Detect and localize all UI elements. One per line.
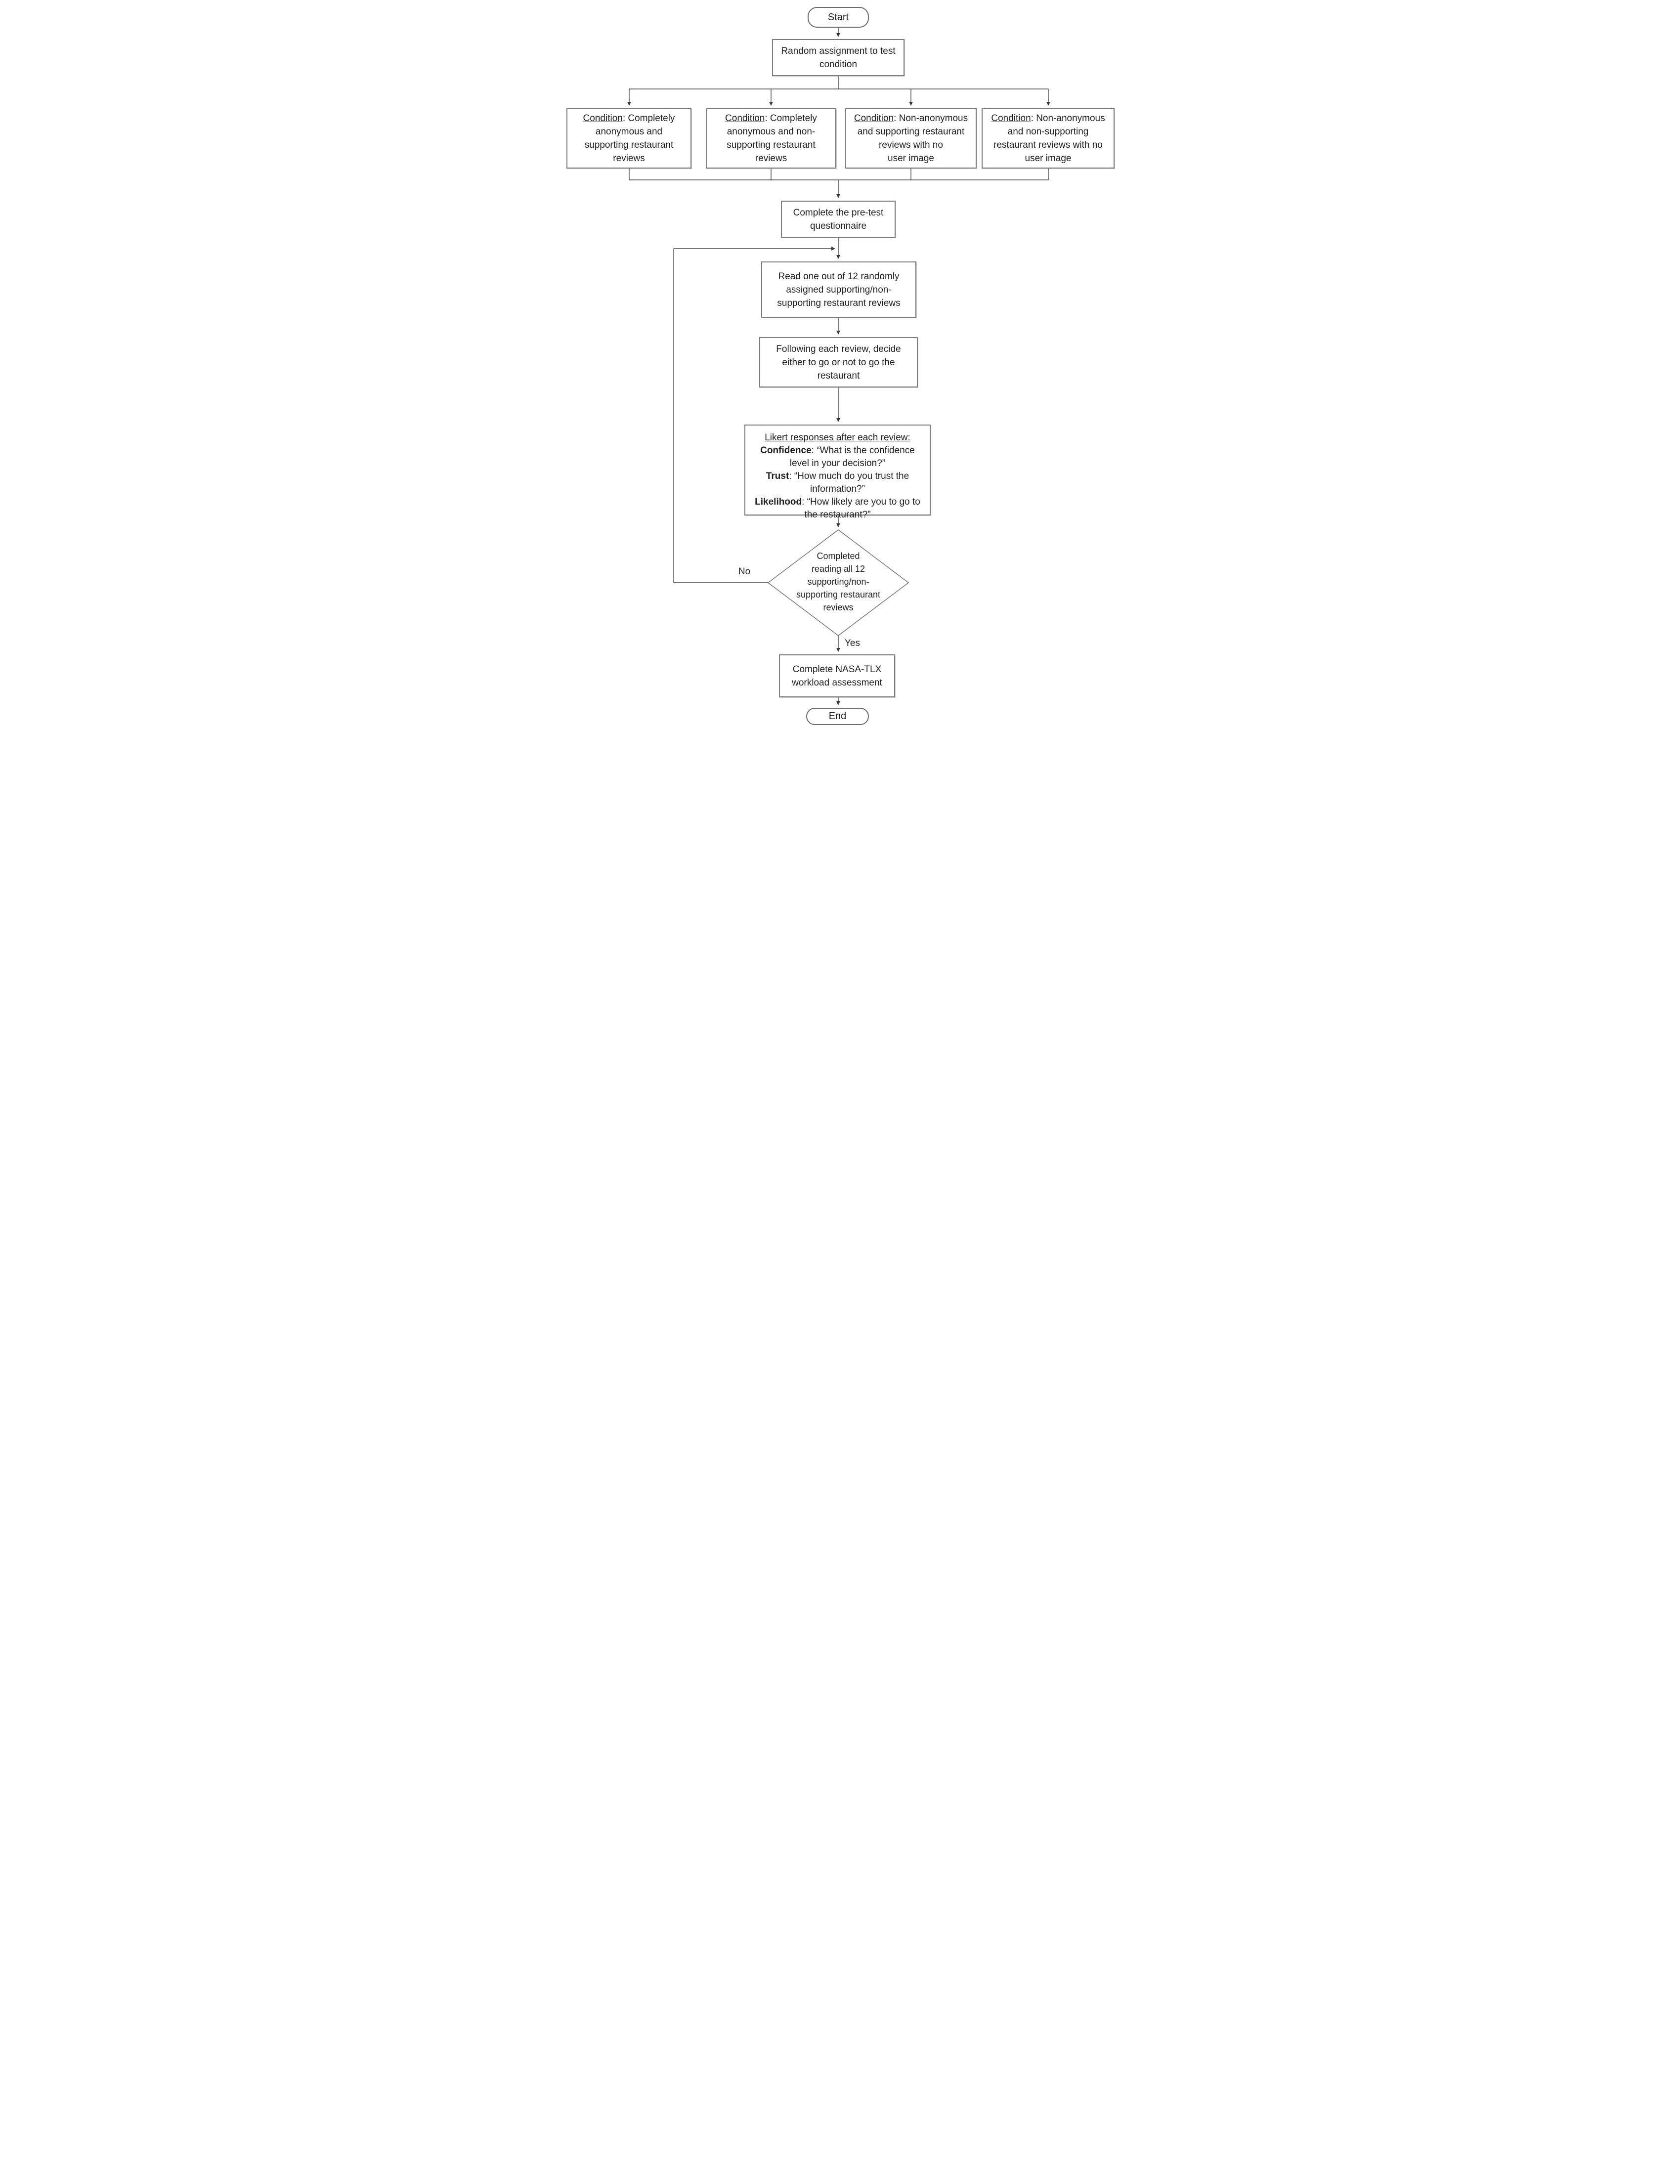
likert-term-confidence: Confidence [760, 445, 812, 456]
condition-keyword: Condition [725, 113, 765, 124]
decision-diamond [767, 529, 909, 636]
process-condition-nonanonymous-supporting: Condition: Non-anonymous and supporting … [845, 108, 977, 169]
likert-text-confidence: : “What is the confidence level in your … [789, 445, 915, 469]
likert-text-likelihood: : “How likely are you to go to the resta… [802, 497, 920, 520]
decide-label: Following each review, decide either to … [776, 343, 901, 381]
connector-lines [627, 28, 1050, 705]
decision-label: Completed reading all 12 supporting/non-… [796, 551, 881, 612]
likert-term-trust: Trust [766, 471, 789, 481]
process-condition-anonymous-supporting: Condition: Completely anonymous and supp… [566, 108, 691, 169]
edge-label-yes: Yes [845, 638, 860, 648]
process-condition-nonanonymous-nonsupporting: Condition: Non-anonymous and non-support… [982, 108, 1115, 169]
process-likert-responses: Likert responses after each review: Conf… [744, 425, 931, 520]
process-random-assignment: Random assignment to test condition [772, 39, 905, 76]
condition-2-text: : Completely anonymous and non- supporti… [727, 113, 817, 164]
likert-heading: Likert responses after each review: [765, 432, 910, 443]
likert-text-trust: : “How much do you trust the information… [789, 471, 909, 494]
condition-3-text: : Non-anonymous and supporting restauran… [857, 113, 968, 164]
process-decide-go-or-not: Following each review, decide either to … [759, 337, 918, 387]
condition-4-text: : Non-anonymous and non-supporting resta… [993, 113, 1105, 164]
pretest-label: Complete the pre-test questionnaire [793, 207, 884, 231]
condition-keyword: Condition [583, 113, 623, 124]
condition-keyword: Condition [854, 113, 894, 124]
process-pretest-questionnaire: Complete the pre-test questionnaire [781, 201, 896, 238]
process-read-reviews: Read one out of 12 randomly assigned sup… [761, 261, 916, 318]
edge-label-no: No [738, 566, 751, 577]
condition-keyword: Condition [991, 113, 1031, 124]
read-reviews-label: Read one out of 12 randomly assigned sup… [777, 271, 901, 308]
end-node: End [806, 708, 869, 725]
flowchart-diagram: Start Random assignment to test conditio… [560, 0, 1120, 728]
process-nasa-tlx: Complete NASA-TLX workload assessment [779, 654, 895, 697]
nasa-label: Complete NASA-TLX workload assessment [792, 664, 882, 688]
start-label: Start [827, 11, 849, 23]
process-condition-anonymous-nonsupporting: Condition: Completely anonymous and non-… [706, 108, 836, 169]
end-label: End [828, 711, 847, 722]
likert-term-likelihood: Likelihood [755, 497, 802, 507]
random-assignment-label: Random assignment to test condition [781, 45, 896, 70]
condition-1-text: : Completely anonymous and supporting re… [584, 113, 675, 164]
edges [627, 28, 1050, 705]
start-node: Start [808, 7, 869, 28]
